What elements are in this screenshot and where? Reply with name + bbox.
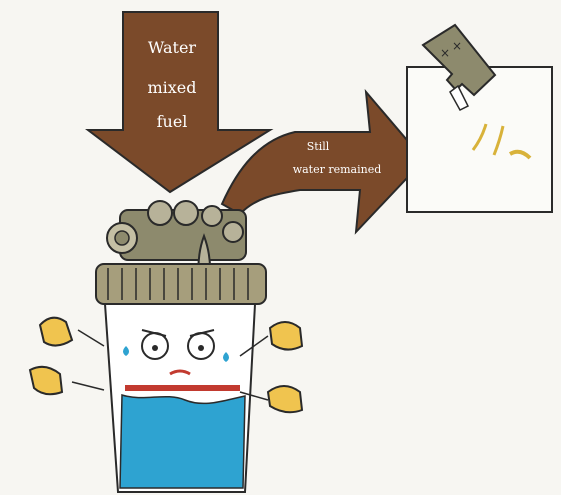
fuel-filter-icon xyxy=(96,201,266,492)
down-arrow-line-2: mixed xyxy=(147,78,196,97)
curved-arrow-line-1: Still xyxy=(307,140,330,153)
down-arrow-line-1: Water xyxy=(148,38,196,57)
curved-arrow-line-2: water remained xyxy=(293,163,382,176)
curved-arrow-icon: Still water remained xyxy=(222,92,424,232)
down-arrow-line-3: fuel xyxy=(157,112,188,131)
inset-panel: × × xyxy=(407,25,552,212)
svg-text:×: × xyxy=(440,46,450,60)
svg-text:×: × xyxy=(452,39,462,53)
down-arrow-icon: Water mixed fuel xyxy=(88,12,270,192)
